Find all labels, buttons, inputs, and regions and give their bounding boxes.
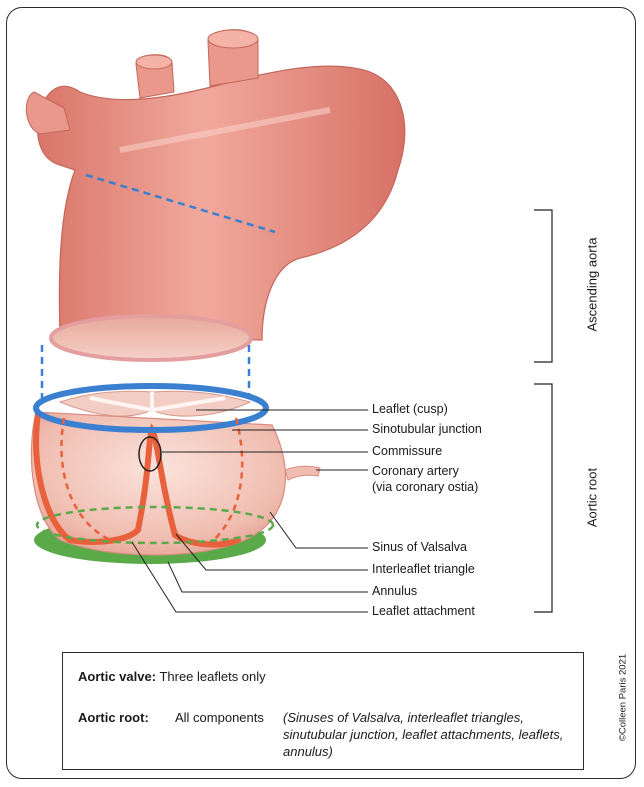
- root-body: [31, 412, 285, 555]
- root-desc: All components: [175, 710, 264, 725]
- label-annulus: Annulus: [372, 584, 417, 599]
- label-sinus-of-valsalva: Sinus of Valsalva: [372, 540, 467, 555]
- valve-definition: Aortic valve: Three leaflets only: [78, 669, 266, 684]
- label-aortic-root: Aortic root: [585, 453, 600, 543]
- brackets: [534, 210, 552, 612]
- label-leaflet: Leaflet (cusp): [372, 402, 448, 417]
- copyright: ©Colleen Paris 2021: [618, 643, 629, 753]
- aorta-body: [38, 66, 405, 340]
- root-detail-line-1: (Sinuses of Valsalva, interleaflet trian…: [283, 710, 524, 725]
- leaflets-top: [60, 391, 250, 416]
- aortic-root: [31, 386, 320, 564]
- root-detail-line-2: sinutubular junction, leaflet attachment…: [283, 727, 563, 742]
- aorta-bottom-opening: [51, 316, 251, 360]
- ascending-aorta: [26, 30, 404, 360]
- root-definition: Aortic root:: [78, 710, 149, 725]
- label-interleaflet-triangle: Interleaflet triangle: [372, 562, 475, 577]
- branch-opening-1: [136, 55, 172, 69]
- branch-opening-2: [208, 30, 258, 48]
- definitions-box: Aortic valve: Three leaflets only Aortic…: [62, 652, 584, 770]
- label-ascending-aorta: Ascending aorta: [585, 225, 600, 345]
- root-detail-line-3: annulus): [283, 744, 333, 759]
- valve-term: Aortic valve:: [78, 669, 156, 684]
- root-term: Aortic root:: [78, 710, 149, 725]
- valve-desc: Three leaflets only: [159, 669, 265, 684]
- label-coronary-ostia: (via coronary ostia): [372, 480, 478, 495]
- label-leaflet-attachment: Leaflet attachment: [372, 604, 475, 619]
- label-coronary-artery: Coronary artery: [372, 464, 459, 479]
- label-sinotubular-junction: Sinotubular junction: [372, 422, 482, 437]
- coronary-artery-stub: [285, 466, 320, 480]
- label-commissure: Commissure: [372, 444, 442, 459]
